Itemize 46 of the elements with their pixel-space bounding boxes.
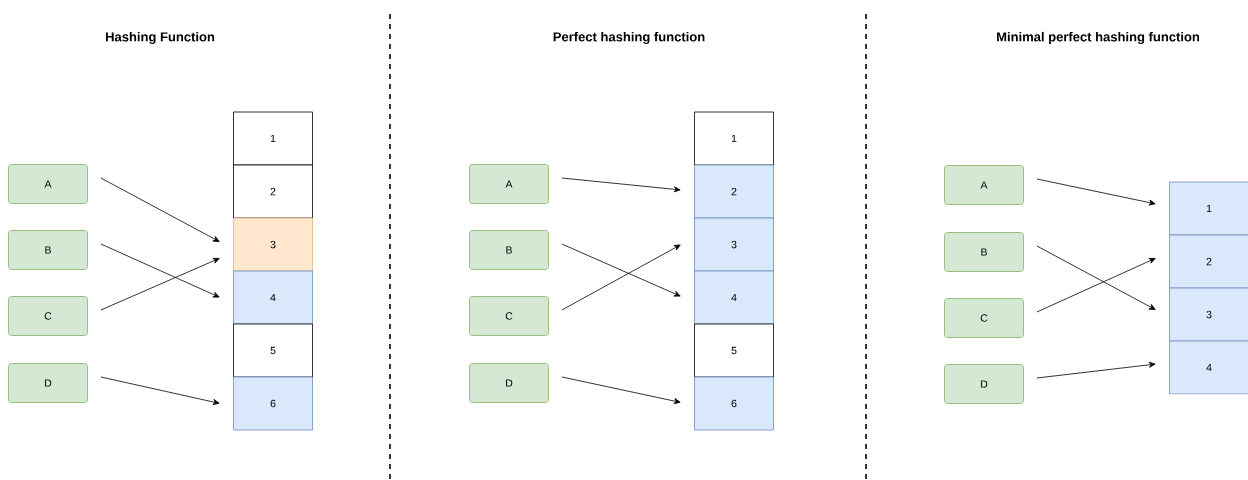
hash-slot: 3: [233, 217, 313, 272]
arrow: [100, 258, 220, 311]
hash-slot: 1: [694, 111, 774, 166]
panel-title: Hashing Function: [106, 31, 215, 45]
hash-slot: 2: [233, 164, 313, 219]
arrow: [1036, 361, 1156, 379]
node-label: 1: [1206, 204, 1212, 213]
key-box: A: [944, 165, 1024, 205]
arrow: [561, 243, 681, 297]
key-box: C: [944, 298, 1024, 338]
hash-slot: 4: [1169, 340, 1248, 395]
arrow: [1036, 178, 1156, 206]
panel-title: Minimal perfect hashing function: [997, 31, 1200, 45]
hash-slot: 2: [1169, 234, 1248, 289]
arrow: [100, 177, 220, 242]
node-label: 2: [1206, 257, 1212, 266]
key-box: D: [8, 363, 88, 403]
panel-title: Perfect hashing function: [553, 31, 705, 45]
hash-slot: 6: [233, 376, 313, 431]
key-box: D: [469, 363, 549, 403]
hash-slot: 2: [694, 164, 774, 219]
arrow: [100, 376, 220, 405]
hash-slot: 1: [1169, 181, 1248, 236]
hash-slot: 5: [694, 323, 774, 378]
hash-slot: 3: [1169, 287, 1248, 342]
key-box: C: [8, 296, 88, 336]
arrow: [100, 243, 220, 298]
arrow: [561, 177, 681, 193]
hash-slot: 4: [694, 270, 774, 325]
hash-slot: 6: [694, 376, 774, 431]
key-box: C: [469, 296, 549, 336]
hash-slot: 5: [233, 323, 313, 378]
arrow: [561, 244, 681, 311]
arrow: [1036, 245, 1156, 310]
key-box: B: [469, 230, 549, 270]
key-box: A: [469, 164, 549, 204]
arrow: [561, 376, 681, 404]
key-box: B: [944, 232, 1024, 272]
hash-slot: 3: [694, 217, 774, 272]
node-label: 3: [1206, 310, 1212, 319]
hash-slot: 1: [233, 111, 313, 166]
hash-slot: 4: [233, 270, 313, 325]
key-box: B: [8, 230, 88, 270]
key-box: D: [944, 364, 1024, 404]
arrow: [1036, 258, 1156, 313]
key-box: A: [8, 164, 88, 204]
